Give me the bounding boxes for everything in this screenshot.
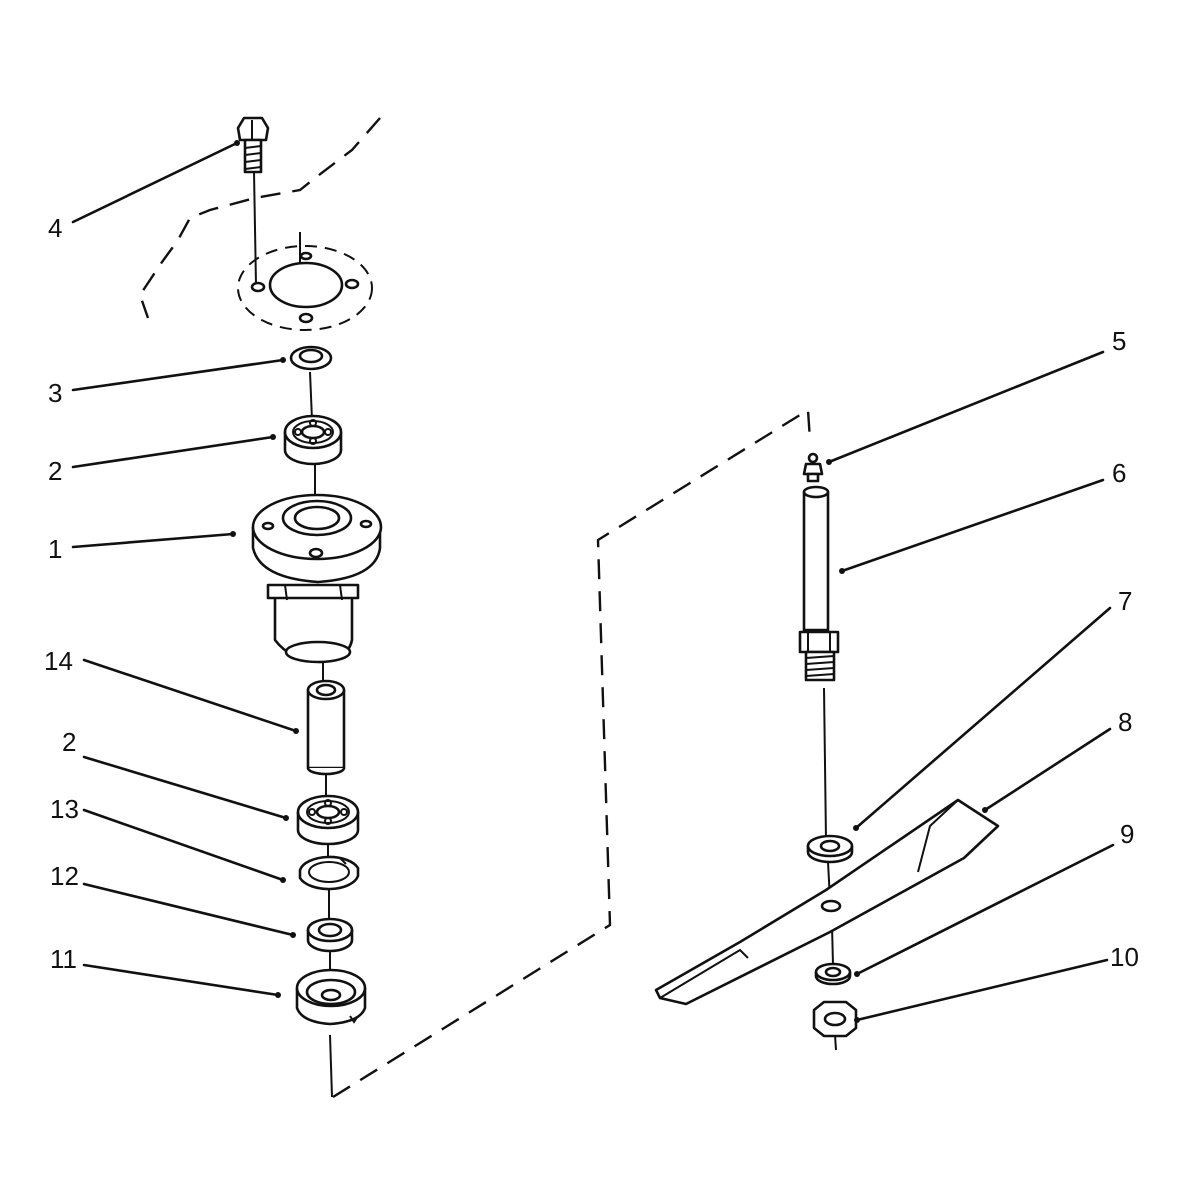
callout-12: 12 xyxy=(50,861,79,891)
spindle-shaft-part-6 xyxy=(798,485,840,682)
ball-bearing-lower-part-2 xyxy=(296,794,360,846)
callout-8: 8 xyxy=(1118,707,1132,737)
lock-nut-part-10 xyxy=(812,1000,858,1038)
spindle-to-blade-dashed-connector xyxy=(332,407,812,1099)
callout-2-upper: 2 xyxy=(48,456,62,486)
spacer-tube-part-14 xyxy=(306,679,346,776)
callout-7: 7 xyxy=(1118,586,1132,616)
mower-blade-part-8 xyxy=(654,798,1000,1006)
ball-bearing-upper-part-2 xyxy=(283,414,343,466)
spindle-housing-part-1 xyxy=(251,493,383,664)
right-assembly-axis xyxy=(823,687,837,1051)
washer-part-3 xyxy=(289,345,333,371)
callout-13: 13 xyxy=(50,794,79,824)
washer-part-7 xyxy=(806,834,854,864)
callout-9: 9 xyxy=(1120,819,1134,849)
callout-14: 14 xyxy=(44,646,73,676)
callout-2-lower: 2 xyxy=(62,727,76,757)
seal-cap-part-11 xyxy=(295,968,367,1026)
snap-ring-part-13 xyxy=(298,855,360,891)
washer-part-9 xyxy=(814,962,852,986)
grease-fitting-part-5 xyxy=(802,452,824,483)
callout-5: 5 xyxy=(1112,326,1126,356)
callout-11: 11 xyxy=(50,944,77,974)
callout-4: 4 xyxy=(48,213,62,243)
callout-6: 6 xyxy=(1112,458,1126,488)
deck-outline-dashed xyxy=(138,117,381,319)
leader-lines xyxy=(71,141,1115,1022)
callout-1: 1 xyxy=(48,534,62,564)
callout-10: 10 xyxy=(1110,942,1139,972)
leader-end-dots xyxy=(230,140,988,1023)
callout-3: 3 xyxy=(48,378,62,408)
deck-mounting-plate xyxy=(237,245,373,331)
hex-bolt-part-4 xyxy=(236,116,270,174)
bushing-part-12 xyxy=(306,917,354,953)
